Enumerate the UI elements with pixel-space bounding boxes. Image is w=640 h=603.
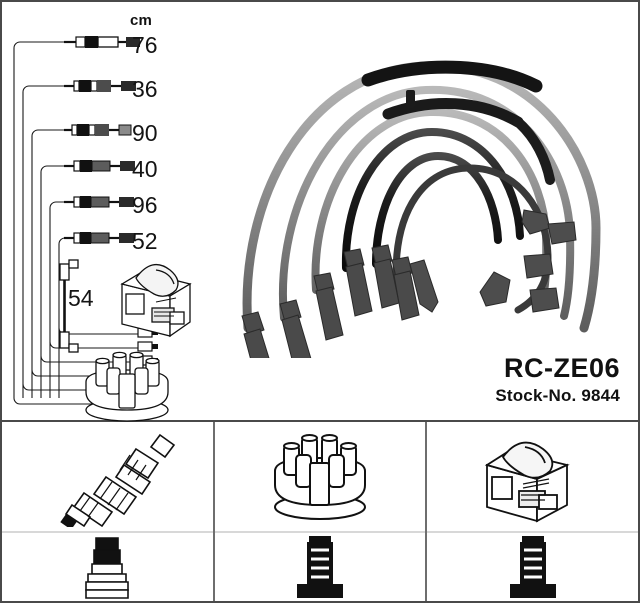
cable-second (279, 85, 575, 322)
component-cell-spark-plug (2, 422, 215, 601)
spark-plug-icon (60, 433, 176, 527)
component-cell-top (214, 422, 426, 533)
cap-terminal-connector-icon (297, 536, 343, 598)
length-label-2: 36 (132, 76, 158, 102)
distributor-cap-icon (274, 433, 366, 520)
coil-terminal-connector-icon (509, 536, 556, 598)
rubber-boot-connector-icon (85, 537, 130, 599)
component-cell-bottom (427, 533, 638, 601)
unit-label: cm (130, 12, 153, 29)
component-cell-top (427, 422, 639, 533)
stock-number: Stock-No. 9844 (495, 386, 620, 406)
distributor-cap (85, 351, 169, 422)
sleeve-second (382, 98, 524, 128)
component-cell-distributor-cap (214, 422, 428, 601)
component-cell-top (2, 422, 213, 533)
length-label-5: 96 (132, 192, 158, 218)
length-label-3: 90 (132, 120, 158, 146)
plug-boot-group-center (409, 259, 511, 313)
cable-inner-loop (392, 164, 552, 314)
ignition-cable-set (241, 60, 601, 358)
measured-lead-group (64, 36, 140, 244)
extra-length-label: 54 (68, 285, 94, 311)
component-cell-bottom (2, 533, 213, 601)
ignition-coil-module (120, 263, 192, 338)
sleeve-top (361, 60, 543, 93)
title-block: RC-ZE06 Stock-No. 9844 (495, 354, 620, 406)
product-title: RC-ZE06 (503, 353, 620, 383)
sleeve-right (513, 117, 555, 185)
component-strip (2, 422, 639, 601)
short-connector-lead (59, 259, 79, 353)
plug-boot-group-right (521, 209, 577, 313)
component-cell-ignition-coil (427, 422, 639, 601)
length-label-4: 40 (132, 156, 158, 182)
main-diagram-panel: cm 76 36 90 40 96 52 54 (2, 2, 638, 422)
component-cell-bottom (215, 533, 426, 601)
length-label-6: 52 (132, 228, 158, 254)
length-label-1: 76 (132, 32, 158, 58)
ignition-coil-module-icon (484, 441, 570, 522)
cable-dark-1 (341, 127, 524, 272)
sleeve-clip (406, 90, 415, 108)
plug-boot-group-left (241, 244, 420, 358)
cable-dark-2 (372, 151, 502, 268)
